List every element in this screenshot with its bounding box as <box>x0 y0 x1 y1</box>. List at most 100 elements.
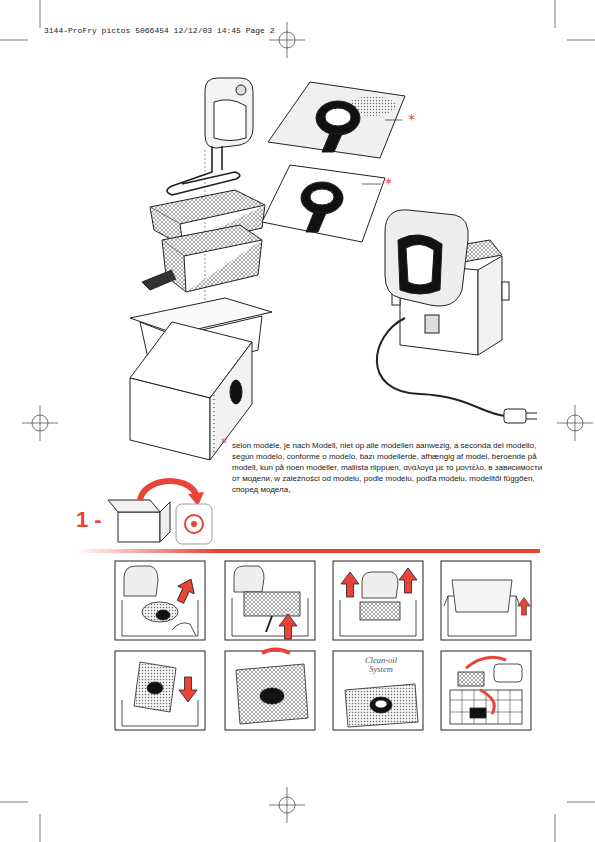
unpack-icon <box>118 512 160 542</box>
step-panels <box>225 561 315 640</box>
step-pictures <box>262 650 290 654</box>
system-logo: Clean-oil System <box>356 656 406 674</box>
unpack-icon <box>140 481 196 500</box>
assembled-fryer <box>478 256 502 355</box>
lid-filters <box>262 82 405 242</box>
print-slug: 3144-ProFry pictos 5066454 12/12/03 14:4… <box>44 26 304 36</box>
step-pictures <box>122 566 530 727</box>
step-pictures <box>341 572 359 597</box>
step-panels <box>441 651 531 730</box>
registration-marks <box>22 423 58 424</box>
step-pictures <box>234 566 264 592</box>
assembled-fryer <box>398 235 442 294</box>
assembled-fryer <box>504 409 526 423</box>
step-pictures <box>340 600 416 636</box>
assembled-fryer <box>502 282 509 300</box>
step-pictures <box>279 614 297 639</box>
exploded-fryer <box>214 100 246 141</box>
step-panels <box>225 651 315 730</box>
divider-bar <box>75 549 540 553</box>
step-pictures <box>236 664 308 724</box>
step-pictures <box>494 664 522 682</box>
assembled-fryer <box>377 210 537 423</box>
unpack-icon <box>108 481 212 544</box>
registration-marks <box>0 40 28 41</box>
note-asterisk: * <box>221 437 233 449</box>
step-pictures <box>345 684 418 727</box>
step-pictures <box>458 672 484 686</box>
lid-filters <box>310 189 334 205</box>
assembled-fryer <box>406 244 434 285</box>
registration-marks <box>555 814 556 842</box>
lid-filters <box>362 184 381 185</box>
exploded-fryer <box>221 146 223 170</box>
exploded-fryer <box>236 85 246 95</box>
unpack-icon <box>108 500 160 512</box>
step-pictures <box>260 688 284 704</box>
exploded-fryer <box>162 240 262 292</box>
lid-filters <box>385 120 402 121</box>
step-pictures <box>470 708 486 718</box>
registration-marks <box>0 802 28 803</box>
exploded-fryer <box>142 270 176 290</box>
step-pictures <box>122 600 198 636</box>
registration-marks <box>40 814 41 842</box>
lid-filters <box>306 212 326 232</box>
step-pictures <box>399 568 417 593</box>
model-asterisk: * <box>408 112 422 126</box>
step-number: 1 - <box>76 508 116 532</box>
registration-marks <box>269 40 305 41</box>
step-pictures <box>444 596 520 606</box>
assembled-fryer <box>377 318 506 416</box>
step-pictures <box>452 580 512 612</box>
step-pictures <box>124 566 158 596</box>
step-panels <box>115 651 205 730</box>
model-asterisk: * <box>385 176 399 190</box>
step-pictures <box>266 616 272 632</box>
step-pictures <box>156 610 170 620</box>
exploded-fryer <box>130 78 272 460</box>
unpack-icon <box>160 502 170 542</box>
registration-marks <box>555 0 556 28</box>
step-panels <box>441 561 531 640</box>
exploded-fryer <box>167 146 240 195</box>
registration-marks <box>567 802 595 803</box>
lid-filters <box>262 165 385 242</box>
assembled-fryer <box>385 210 468 306</box>
step-pictures <box>360 602 400 620</box>
exploded-fryer <box>214 395 215 455</box>
registration-marks <box>567 40 595 41</box>
step-pictures <box>147 682 163 694</box>
unpack-icon <box>191 521 197 527</box>
registration-marks <box>557 423 593 424</box>
step-pictures <box>142 602 178 622</box>
lid-filters <box>268 82 405 158</box>
step-pictures <box>466 657 506 668</box>
step-pictures <box>172 623 196 636</box>
step-pictures <box>450 690 522 724</box>
unpack-icon <box>185 515 203 533</box>
step-pictures <box>244 592 300 616</box>
step-panels <box>333 651 423 730</box>
lid-filters <box>322 133 342 152</box>
exploded-fryer <box>130 378 210 460</box>
step-pictures <box>518 598 531 616</box>
assembled-fryer <box>526 413 537 414</box>
registration-marks <box>40 0 41 28</box>
registration-marks <box>269 805 305 806</box>
step-pictures <box>179 677 197 702</box>
step-panels <box>115 561 205 640</box>
model-note: selon modèle, je nach Modell, niet op al… <box>232 440 550 495</box>
step-panels <box>333 561 423 640</box>
lid-filters <box>316 101 360 135</box>
unpack-icon <box>176 504 212 544</box>
step-pictures <box>134 662 176 712</box>
lid-filters <box>301 182 343 214</box>
exploded-fryer <box>230 380 242 404</box>
step-pictures <box>450 690 522 724</box>
step-pictures <box>172 575 199 605</box>
lid-filters <box>325 108 351 126</box>
assembled-fryer <box>425 315 439 333</box>
